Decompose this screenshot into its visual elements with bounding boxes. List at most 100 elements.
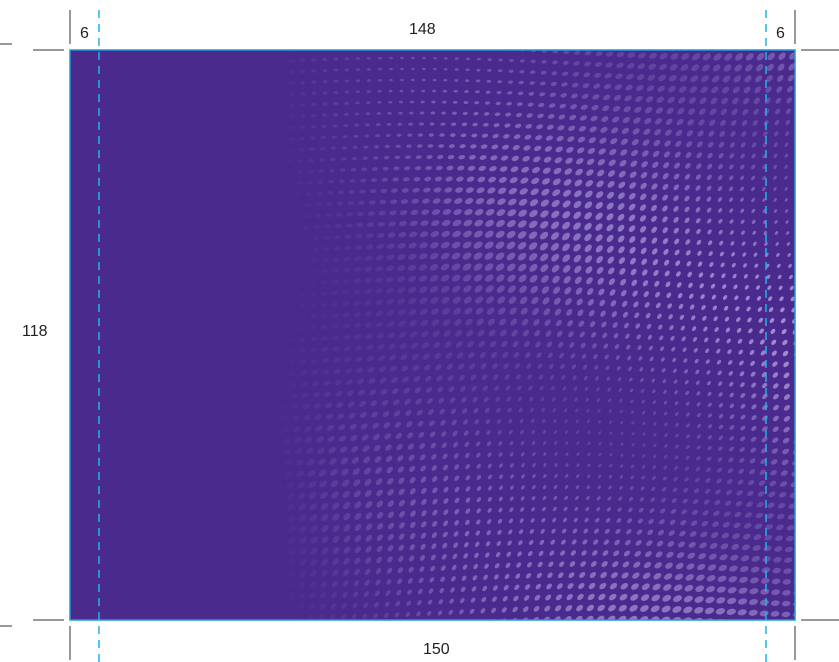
halftone-dot [467, 340, 474, 348]
halftone-dot [268, 394, 275, 399]
halftone-dot [804, 361, 813, 369]
halftone-dot [354, 535, 362, 543]
halftone-dot [245, 384, 252, 389]
halftone-dot [291, 237, 298, 242]
halftone-dot [696, 228, 701, 235]
halftone-dot [442, 89, 447, 93]
halftone-dot [673, 173, 680, 180]
halftone-dot [402, 376, 409, 383]
halftone-dot [542, 485, 547, 490]
halftone-dot [659, 519, 665, 525]
halftone-dot [488, 329, 496, 337]
halftone-dot [464, 90, 469, 94]
halftone-dot [732, 533, 740, 540]
halftone-dot [361, 434, 369, 441]
halftone-dot [498, 307, 506, 315]
halftone-dot [609, 420, 613, 424]
halftone-dot [366, 90, 371, 93]
halftone-dot [596, 507, 601, 512]
halftone-dot [539, 81, 546, 86]
halftone-dot [412, 187, 420, 193]
halftone-dot [371, 167, 378, 171]
halftone-dot [537, 363, 543, 369]
halftone-dot [608, 159, 616, 167]
halftone-dot [466, 176, 475, 182]
halftone-dot [443, 68, 448, 71]
halftone-dot [364, 255, 373, 261]
halftone-dot [487, 452, 492, 458]
halftone-dot [431, 453, 437, 460]
halftone-dot [746, 306, 751, 312]
halftone-dot [738, 349, 743, 355]
halftone-dot [375, 266, 384, 272]
halftone-dot [214, 439, 223, 445]
halftone-dot [696, 239, 702, 246]
halftone-dot [742, 108, 749, 116]
halftone-dot [293, 437, 302, 444]
halftone-dot [250, 460, 259, 467]
halftone-dot [430, 111, 436, 115]
halftone-dot [283, 448, 292, 455]
halftone-dot [243, 537, 252, 545]
halftone-dot [707, 218, 712, 224]
halftone-dot [428, 420, 435, 427]
halftone-dot [565, 474, 569, 478]
halftone-dot [615, 355, 620, 360]
halftone-dot [356, 222, 364, 228]
halftone-dot [541, 188, 550, 196]
halftone-dot [476, 68, 481, 72]
halftone-dot [277, 115, 284, 120]
halftone-dot [720, 108, 727, 116]
halftone-dot [679, 314, 685, 320]
halftone-dot [254, 60, 262, 65]
halftone-dot [299, 348, 306, 353]
halftone-dot [696, 402, 701, 407]
halftone-dot [802, 307, 809, 314]
halftone-dot [488, 629, 495, 636]
halftone-dot [288, 337, 295, 342]
halftone-dot [299, 58, 306, 63]
halftone-dot [552, 178, 561, 186]
halftone-dot [631, 139, 639, 146]
halftone-dot [745, 64, 753, 72]
halftone-dot [723, 305, 729, 311]
halftone-dot [717, 186, 723, 192]
halftone-dot [278, 271, 285, 276]
halftone-dot [742, 533, 751, 540]
halftone-dot [592, 94, 600, 100]
halftone-dot [510, 26, 515, 29]
halftone-dot [454, 318, 462, 326]
halftone-dot [587, 463, 591, 468]
halftone-dot [701, 520, 709, 527]
halftone-dot [786, 97, 792, 104]
halftone-dot [807, 208, 811, 212]
halftone-dot [724, 30, 735, 41]
halftone-dot [562, 243, 571, 252]
halftone-dot [404, 398, 411, 405]
halftone-dot [355, 35, 360, 38]
halftone-dot [319, 480, 328, 488]
halftone-dot [606, 507, 612, 512]
halftone-dot [668, 85, 676, 93]
halftone-dot [709, 119, 716, 126]
halftone-dot [785, 209, 789, 213]
halftone-dot [640, 247, 647, 255]
halftone-dot [794, 558, 795, 564]
halftone-dot [597, 474, 602, 479]
halftone-dot [365, 333, 373, 340]
halftone-dot [570, 104, 577, 110]
halftone-dot [811, 285, 817, 291]
halftone-dot [365, 523, 373, 531]
halftone-dot [255, 127, 262, 132]
halftone-dot [627, 52, 636, 58]
halftone-dot [376, 332, 384, 339]
halftone-dot [232, 150, 240, 156]
halftone-dot [324, 224, 331, 229]
halftone-dot [751, 142, 757, 148]
halftone-dot [591, 332, 597, 338]
halftone-dot [719, 119, 727, 127]
halftone-dot [694, 488, 700, 494]
halftone-dot [814, 339, 822, 347]
halftone-dot [316, 191, 323, 196]
halftone-dot [311, 102, 317, 107]
